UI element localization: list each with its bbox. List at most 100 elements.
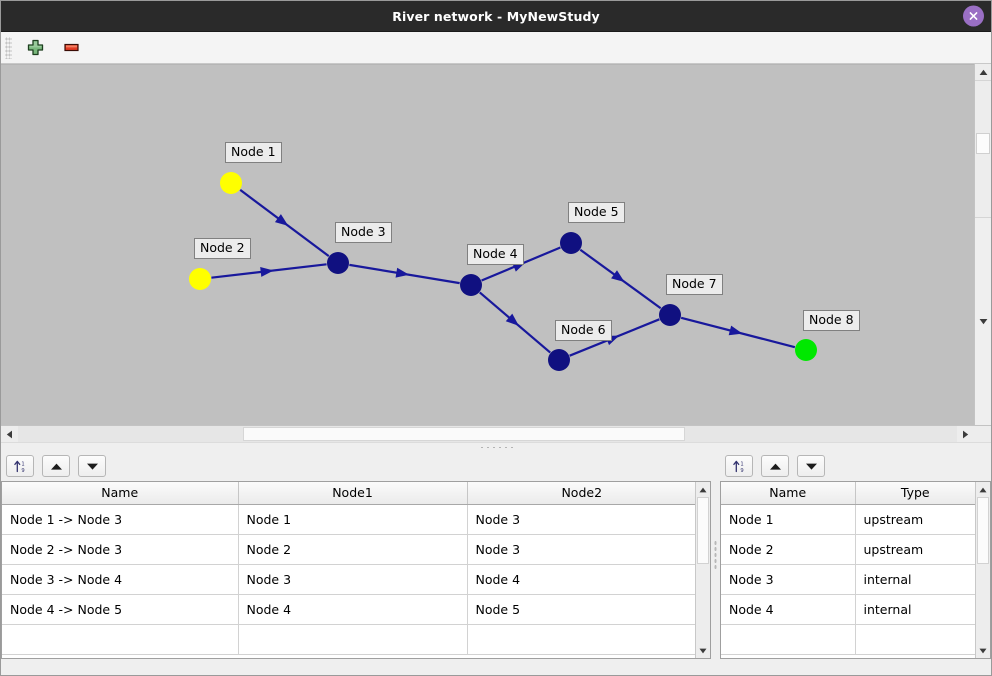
- table-cell[interactable]: Node 3: [721, 564, 856, 595]
- graph-node[interactable]: [460, 274, 482, 296]
- branch-scroll-down-button[interactable]: [696, 643, 710, 658]
- branch-col-node2[interactable]: Node2: [467, 482, 695, 505]
- graph-node-label[interactable]: Node 8: [803, 310, 860, 331]
- table-cell[interactable]: [721, 624, 856, 655]
- graph-hscroll-track[interactable]: [18, 426, 957, 442]
- delete-node-button[interactable]: [58, 36, 84, 60]
- table-cell[interactable]: [2, 624, 239, 655]
- graph-hscroll-thumb[interactable]: [243, 427, 685, 441]
- graph-node-label[interactable]: Node 7: [666, 274, 723, 295]
- sort-ascending-icon: 1 9: [13, 460, 24, 474]
- node-sort-button[interactable]: 1 9: [725, 455, 753, 477]
- branch-col-name[interactable]: Name: [2, 482, 239, 505]
- vertical-splitter[interactable]: [711, 451, 720, 659]
- table-cell[interactable]: Node 2: [721, 534, 856, 565]
- scroll-left-button[interactable]: [1, 426, 18, 442]
- table-cell[interactable]: internal: [855, 564, 975, 595]
- graph-node-label[interactable]: Node 2: [194, 238, 251, 259]
- edge-arrow-icon: [505, 313, 519, 326]
- svg-text:1: 1: [21, 461, 24, 467]
- table-cell[interactable]: upstream: [855, 534, 975, 565]
- table-cell[interactable]: Node 3 -> Node 4: [2, 564, 239, 595]
- add-node-button[interactable]: [22, 36, 48, 60]
- table-row[interactable]: [721, 624, 975, 655]
- node-col-type[interactable]: Type: [855, 482, 975, 505]
- graph-node[interactable]: [220, 172, 242, 194]
- scroll-right-button[interactable]: [957, 426, 974, 442]
- node-scroll-track[interactable]: [976, 497, 990, 643]
- table-cell[interactable]: Node 5: [467, 594, 695, 625]
- table-cell[interactable]: Node 3: [238, 564, 468, 595]
- branch-scroll-up-button[interactable]: [696, 482, 710, 497]
- branch-table-scrollbar[interactable]: [695, 482, 710, 658]
- table-cell[interactable]: [467, 624, 695, 655]
- graph-node[interactable]: [659, 304, 681, 326]
- graph-node[interactable]: [795, 339, 817, 361]
- graph-node-label[interactable]: Node 3: [335, 222, 392, 243]
- edge-arrow-icon: [274, 214, 289, 226]
- node-header-row: Name Type: [721, 482, 975, 505]
- graph-node-label[interactable]: Node 6: [555, 320, 612, 341]
- graph-node-label[interactable]: Node 1: [225, 142, 282, 163]
- node-move-up-button[interactable]: [761, 455, 789, 477]
- toolbar-drag-handle[interactable]: [5, 36, 12, 59]
- node-scroll-down-button[interactable]: [976, 643, 990, 658]
- branch-scroll-track[interactable]: [696, 497, 710, 643]
- node-col-name[interactable]: Name: [721, 482, 856, 505]
- node-scroll-up-button[interactable]: [976, 482, 990, 497]
- branch-move-up-button[interactable]: [42, 455, 70, 477]
- horizontal-splitter[interactable]: [1, 442, 991, 451]
- branch-col-node1[interactable]: Node1: [238, 482, 468, 505]
- table-row[interactable]: [2, 624, 695, 655]
- branch-scroll-thumb[interactable]: [697, 497, 709, 565]
- table-cell[interactable]: Node 4: [721, 594, 856, 625]
- table-cell[interactable]: [238, 624, 468, 655]
- branch-table-panel: 1 9 Name: [1, 451, 711, 659]
- table-cell[interactable]: Node 4 -> Node 5: [2, 594, 239, 625]
- scroll-up-button[interactable]: [975, 64, 991, 81]
- graph-node[interactable]: [327, 252, 349, 274]
- scroll-down-button[interactable]: [975, 217, 991, 425]
- table-cell[interactable]: Node 1 -> Node 3: [2, 504, 239, 535]
- river-network-graph[interactable]: Node 1 Node 2 Node 3 Node 4 Node 5 Node 6 Node…: [1, 64, 974, 425]
- table-cell[interactable]: Node 2 -> Node 3: [2, 534, 239, 565]
- table-cell[interactable]: Node 3: [467, 534, 695, 565]
- graph-vscroll-track[interactable]: [975, 81, 991, 217]
- node-table-scrollbar[interactable]: [975, 482, 990, 658]
- table-cell[interactable]: upstream: [855, 504, 975, 535]
- node-scroll-thumb[interactable]: [977, 497, 989, 565]
- table-cell[interactable]: [855, 624, 975, 655]
- table-cell[interactable]: internal: [855, 594, 975, 625]
- graph-node-label[interactable]: Node 4: [467, 244, 524, 265]
- branch-sort-button[interactable]: 1 9: [6, 455, 34, 477]
- table-cell[interactable]: Node 4: [238, 594, 468, 625]
- graph-node[interactable]: [560, 232, 582, 254]
- node-move-down-button[interactable]: [797, 455, 825, 477]
- table-cell[interactable]: Node 3: [467, 504, 695, 535]
- graph-node[interactable]: [548, 349, 570, 371]
- triangle-left-icon: [6, 430, 12, 438]
- graph-node-label[interactable]: Node 5: [568, 202, 625, 223]
- graph-horizontal-scrollbar[interactable]: [1, 425, 991, 442]
- graph-node[interactable]: [189, 268, 211, 290]
- table-cell[interactable]: Node 2: [238, 534, 468, 565]
- table-cell[interactable]: Node 1: [721, 504, 856, 535]
- graph-vertical-scrollbar[interactable]: [974, 64, 991, 425]
- close-button[interactable]: [963, 5, 984, 27]
- table-cell[interactable]: Node 4: [467, 564, 695, 595]
- tables-region: 1 9 Name: [1, 451, 991, 659]
- branch-move-down-button[interactable]: [78, 455, 106, 477]
- table-cell[interactable]: Node 1: [238, 504, 468, 535]
- graph-vscroll-thumb[interactable]: [976, 132, 990, 155]
